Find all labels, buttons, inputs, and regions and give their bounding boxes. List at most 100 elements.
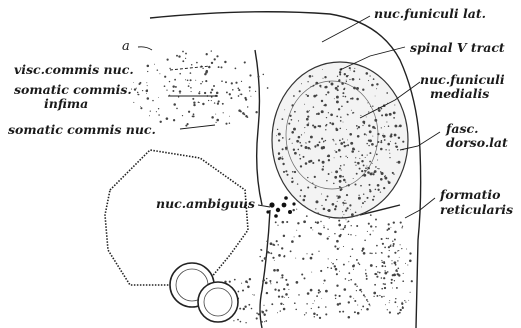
stipple-dot xyxy=(244,114,246,116)
stipple-dot xyxy=(364,296,365,297)
stipple-dot xyxy=(382,243,384,245)
label-infima: infima xyxy=(44,96,88,111)
stipple-dot xyxy=(150,110,151,111)
stipple-dot xyxy=(274,289,276,291)
stipple-dot xyxy=(344,179,346,181)
stipple-dot xyxy=(394,239,396,241)
stipple-dot xyxy=(255,91,256,92)
stipple-dot xyxy=(384,139,386,141)
stipple-dot xyxy=(324,280,326,282)
stipple-dot xyxy=(323,227,325,229)
stipple-dot xyxy=(381,277,383,279)
stipple-dot xyxy=(282,221,285,224)
stipple-dot xyxy=(304,104,305,105)
stipple-dot xyxy=(359,264,361,266)
stipple-dot xyxy=(378,109,381,112)
stipple-dot xyxy=(229,93,231,95)
stipple-dot xyxy=(286,283,289,286)
stipple-dot xyxy=(338,108,340,110)
stipple-dot xyxy=(147,65,150,68)
stipple-dot xyxy=(325,313,327,315)
stipple-dot xyxy=(295,258,296,259)
stipple-dot xyxy=(371,84,374,87)
stipple-dot xyxy=(310,136,313,139)
stipple-dot xyxy=(381,252,382,253)
stipple-dot xyxy=(280,303,282,305)
stipple-dot xyxy=(284,255,285,256)
stipple-dot xyxy=(291,181,293,183)
stipple-dot xyxy=(293,149,295,151)
stipple-dot xyxy=(364,240,366,242)
stipple-dot xyxy=(342,211,343,212)
stipple-dot xyxy=(346,145,347,146)
stipple-dot xyxy=(303,195,305,197)
stipple-dot xyxy=(335,268,338,271)
stipple-dot xyxy=(337,201,338,202)
stipple-dot xyxy=(357,304,358,305)
stipple-dot xyxy=(182,60,184,62)
stipple-dot xyxy=(306,143,307,144)
stipple-dot xyxy=(390,133,392,135)
stipple-dot xyxy=(147,85,148,86)
stipple-dot xyxy=(394,261,397,264)
stipple-dot xyxy=(264,321,265,322)
stipple-dot xyxy=(261,321,263,323)
stipple-dot xyxy=(343,288,346,291)
stipple-dot xyxy=(312,124,314,126)
stipple-dot xyxy=(397,260,398,261)
stipple-dot xyxy=(193,104,195,106)
stipple-dot xyxy=(304,127,305,128)
stipple-dot xyxy=(225,81,227,83)
label-nuc-ambiguus: nuc.ambiguus xyxy=(156,196,255,211)
stipple-dot xyxy=(387,309,388,310)
stipple-dot xyxy=(283,308,286,311)
stipple-dot xyxy=(166,117,169,120)
stipple-dot xyxy=(277,225,278,226)
stipple-dot xyxy=(325,140,326,141)
stipple-dot xyxy=(356,87,359,90)
stipple-dot xyxy=(379,272,381,274)
stipple-dot xyxy=(298,235,300,237)
stipple-dot xyxy=(320,270,322,272)
stipple-dot xyxy=(314,145,316,147)
stipple-dot xyxy=(147,97,150,100)
stipple-dot xyxy=(317,144,320,147)
stipple-dot xyxy=(327,210,329,212)
stipple-dot xyxy=(376,266,377,267)
stipple-dot xyxy=(362,250,363,251)
stipple-dot xyxy=(372,126,375,129)
stipple-dot xyxy=(332,203,335,206)
stipple-dot xyxy=(263,313,265,315)
stipple-dot xyxy=(399,125,400,126)
stipple-dot xyxy=(361,160,363,162)
stipple-dot xyxy=(346,101,348,103)
stipple-dot xyxy=(387,238,389,240)
stipple-dot xyxy=(348,316,351,319)
stipple-dot xyxy=(327,155,329,157)
stipple-dot xyxy=(376,83,378,85)
stipple-dot xyxy=(396,146,398,148)
stipple-dot xyxy=(394,301,396,303)
stipple-dot xyxy=(389,113,392,116)
stipple-dot xyxy=(334,233,335,234)
stipple-dot xyxy=(339,175,342,178)
stipple-dot xyxy=(337,248,339,250)
stipple-dot xyxy=(343,141,345,143)
stipple-dot xyxy=(133,102,134,103)
stipple-dot xyxy=(387,115,388,116)
stipple-dot xyxy=(323,166,325,168)
stipple-dot xyxy=(355,212,357,214)
stipple-dot xyxy=(349,204,351,206)
stipple-dot xyxy=(393,243,395,245)
stipple-dot xyxy=(359,168,361,170)
stipple-dot xyxy=(306,118,309,121)
stipple-dot xyxy=(335,151,337,153)
stipple-dot xyxy=(188,111,190,113)
stipple-dot xyxy=(309,75,312,78)
stipple-dot xyxy=(277,244,278,245)
stipple-dot xyxy=(341,170,342,171)
stipple-dot xyxy=(294,171,296,173)
stipple-dot xyxy=(367,231,368,232)
stipple-dot xyxy=(326,180,327,181)
stipple-dot xyxy=(276,240,278,242)
